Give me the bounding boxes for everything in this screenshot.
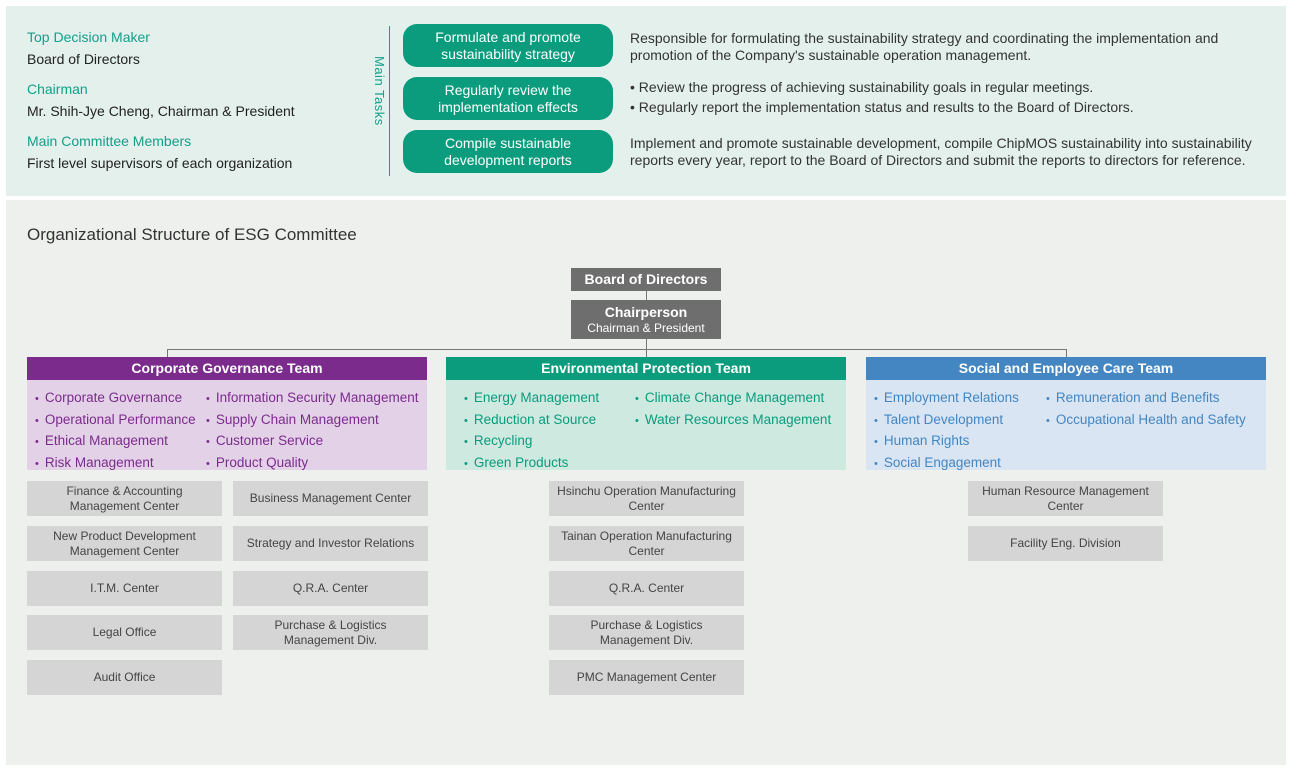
dept-box: New Product Development Management Cente… xyxy=(27,526,222,561)
list-item: Climate Change Management xyxy=(635,388,831,410)
committee-overview-panel: Top Decision Maker Board of Directors Ch… xyxy=(6,6,1286,196)
role-label: Chairman xyxy=(27,81,88,97)
team-header-social: Social and Employee Care Team xyxy=(866,357,1266,380)
team-body-governance: Corporate Governance Operational Perform… xyxy=(27,380,427,470)
dept-box: Finance & Accounting Management Center xyxy=(27,481,222,516)
list-item: Operational Performance xyxy=(35,410,196,432)
task-description-strategy: Responsible for formulating the sustaina… xyxy=(630,30,1270,67)
list-item: Human Rights xyxy=(874,431,1019,453)
task-pill-strategy: Formulate and promote sustainability str… xyxy=(403,24,613,67)
list-item: Risk Management xyxy=(35,453,196,475)
dept-box: Purchase & Logistics Management Div. xyxy=(233,615,428,650)
team-body-environment: Energy Management Reduction at Source Re… xyxy=(446,380,846,470)
team-body-social: Employment Relations Talent Development … xyxy=(866,380,1266,470)
list-item: Product Quality xyxy=(206,453,418,475)
role-value: Board of Directors xyxy=(27,51,140,67)
team-items-column: Information Security Management Supply C… xyxy=(206,388,419,475)
connector-line xyxy=(646,339,647,349)
list-item: Green Products xyxy=(464,453,599,475)
connector-line xyxy=(646,291,647,300)
board-of-directors-box: Board of Directors xyxy=(571,268,721,291)
list-item: Remuneration and Benefits xyxy=(1046,388,1246,410)
list-item: Reduction at Source xyxy=(464,410,599,432)
dept-box: Strategy and Investor Relations xyxy=(233,526,428,561)
list-item: Information Security Management xyxy=(206,388,419,410)
org-chart-panel: Organizational Structure of ESG Committe… xyxy=(6,200,1286,765)
dept-box: Audit Office xyxy=(27,660,222,695)
team-items-column: Remuneration and Benefits Occupational H… xyxy=(1046,388,1246,431)
list-item: Corporate Governance xyxy=(35,388,196,410)
chairperson-box: Chairperson Chairman & President xyxy=(571,300,721,339)
chairperson-title: Chairperson xyxy=(604,304,688,320)
team-items-column: Employment Relations Talent Development … xyxy=(874,388,1019,474)
list-item: Ethical Management xyxy=(35,431,196,453)
committee-roles: Top Decision Maker Board of Directors Ch… xyxy=(27,28,295,184)
dept-box: Tainan Operation Manufacturing Center xyxy=(549,526,744,561)
task-description-review: • Review the progress of achieving susta… xyxy=(630,79,1270,119)
task-description-reports: Implement and promote sustainable develo… xyxy=(630,135,1270,172)
main-tasks-label: Main Tasks xyxy=(372,56,387,126)
list-item: Employment Relations xyxy=(874,388,1019,410)
dept-box: Q.R.A. Center xyxy=(549,571,744,606)
dept-box: I.T.M. Center xyxy=(27,571,222,606)
role-label: Main Committee Members xyxy=(27,133,192,149)
team-items-column: Climate Change Management Water Resource… xyxy=(635,388,831,431)
connector-line xyxy=(646,349,647,357)
dept-box: PMC Management Center xyxy=(549,660,744,695)
vertical-divider xyxy=(389,26,390,176)
team-items-column: Corporate Governance Operational Perform… xyxy=(35,388,196,474)
chairperson-subtitle: Chairman & President xyxy=(587,321,705,335)
team-header-environment: Environmental Protection Team xyxy=(446,357,846,380)
list-item: Water Resources Management xyxy=(635,410,831,432)
list-item: Occupational Health and Safety xyxy=(1046,410,1246,432)
task-description-line: • Regularly report the implementation st… xyxy=(630,99,1134,115)
dept-box: Q.R.A. Center xyxy=(233,571,428,606)
connector-line xyxy=(167,349,168,357)
team-items-column: Energy Management Reduction at Source Re… xyxy=(464,388,599,474)
dept-box: Hsinchu Operation Manufacturing Center xyxy=(549,481,744,516)
list-item: Social Engagement xyxy=(874,453,1019,475)
list-item: Customer Service xyxy=(206,431,418,453)
dept-box: Purchase & Logistics Management Div. xyxy=(549,615,744,650)
role-label: Top Decision Maker xyxy=(27,29,150,45)
connector-line xyxy=(1066,349,1067,357)
dept-box: Human Resource Management Center xyxy=(968,481,1163,516)
team-header-governance: Corporate Governance Team xyxy=(27,357,427,380)
list-item: Energy Management xyxy=(464,388,599,410)
task-description-line: • Review the progress of achieving susta… xyxy=(630,79,1094,95)
role-value: First level supervisors of each organiza… xyxy=(27,155,293,171)
task-description-line: Implement and promote sustainable develo… xyxy=(630,135,1252,168)
dept-box: Legal Office xyxy=(27,615,222,650)
dept-box: Facility Eng. Division xyxy=(968,526,1163,561)
connector-line xyxy=(167,349,1067,350)
list-item: Talent Development xyxy=(874,410,1019,432)
list-item: Recycling xyxy=(464,431,599,453)
list-item: Supply Chain Management xyxy=(206,410,418,432)
org-chart-title: Organizational Structure of ESG Committe… xyxy=(27,225,357,244)
task-pill-reports: Compile sustainable development reports xyxy=(403,130,613,173)
role-value: Mr. Shih-Jye Cheng, Chairman & President xyxy=(27,103,295,119)
dept-box: Business Management Center xyxy=(233,481,428,516)
task-description-line: Responsible for formulating the sustaina… xyxy=(630,30,1219,63)
task-pill-review: Regularly review the implementation effe… xyxy=(403,77,613,120)
